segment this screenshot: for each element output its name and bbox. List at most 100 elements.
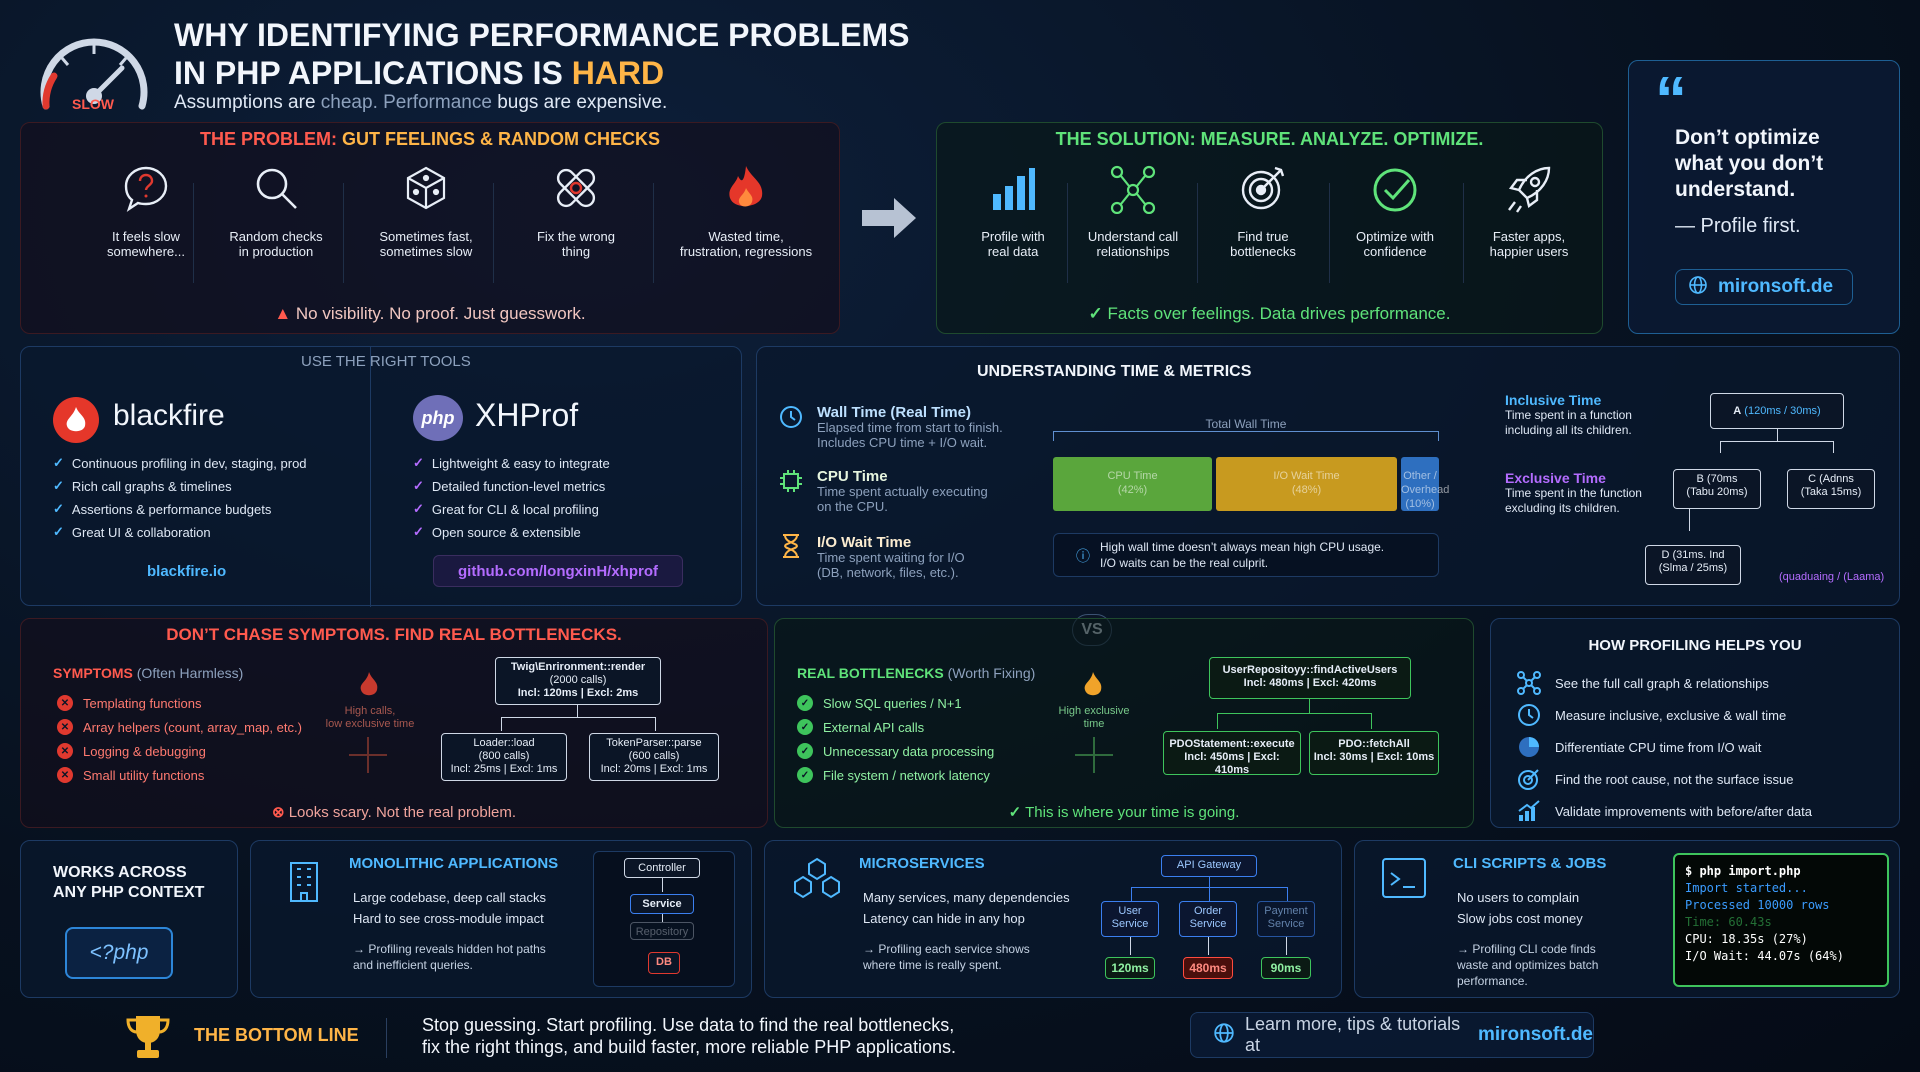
feature-item: ✓Great for CLI & local profiling (413, 501, 599, 517)
x-circle-icon: ✕ (57, 719, 73, 735)
tree-node-a: A (120ms / 30ms) (1710, 393, 1844, 429)
help-item: Measure inclusive, exclusive & wall time (1517, 699, 1812, 731)
chip-icon (779, 469, 803, 498)
terminal-line: I/O Wait: 44.07s (64%) (1685, 949, 1844, 963)
arrow-right-icon (862, 196, 918, 245)
total-wall-time-bracket (1053, 431, 1439, 441)
flame-icon (1081, 671, 1105, 704)
divider (343, 183, 344, 283)
connector (1130, 937, 1131, 955)
feature-item: ✓Rich call graphs & timelines (53, 478, 232, 494)
quote-panel: “ Don’t optimize what you don’t understa… (1628, 60, 1900, 334)
tools-heading: USE THE RIGHT TOOLS (301, 353, 471, 370)
bottlenecks-footer: ✓ This is where your time is going. (1008, 804, 1240, 821)
bandage-icon (501, 157, 651, 221)
check-circle-icon (1333, 157, 1457, 221)
terminal-line: Import started... (1685, 881, 1808, 895)
cpu-time-info: CPU Time Time spent actually executing o… (817, 468, 988, 514)
monolith-diagram: Controller Service Repository DB (593, 851, 735, 987)
solution-heading: THE SOLUTION: MEASURE. ANALYZE. OPTIMIZE… (1055, 129, 1484, 149)
bottleneck-list: ✓Slow SQL queries / N+1✓External API cal… (797, 691, 994, 787)
feature-item: ✓Open source & extensible (413, 524, 581, 540)
api-gateway-node: API Gateway (1161, 855, 1257, 877)
problem-item: Wasted time,frustration, regressions (661, 157, 831, 259)
bottlenecks-panel: REAL BOTTLENECKS (Worth Fixing) ✓Slow SQ… (774, 618, 1474, 828)
trend-chart-icon (1517, 799, 1541, 823)
x-circle-icon: ⊗ (271, 804, 285, 821)
bar-chart-icon (951, 157, 1075, 221)
page-title: WHY IDENTIFYING PERFORMANCE PROBLEMS IN … (174, 17, 910, 91)
controller-node: Controller (624, 858, 700, 878)
problem-item: Sometimes fast,sometimes slow (351, 157, 501, 259)
solution-item: Faster apps,happier users (1467, 157, 1591, 259)
terminal-icon (1381, 857, 1427, 904)
check-circle-icon: ✓ (797, 743, 813, 759)
metrics-heading: UNDERSTANDING TIME & METRICS (977, 363, 1252, 380)
check-icon: ✓ (53, 524, 64, 539)
latency-badge: 90ms (1261, 957, 1311, 979)
quote-link[interactable]: mironsoft.de (1675, 269, 1853, 305)
dice-icon (351, 157, 501, 221)
helps-panel: HOW PROFILING HELPS YOU See the full cal… (1490, 618, 1900, 828)
check-icon: ✓ (413, 455, 424, 470)
blackfire-features: ✓Continuous profiling in dev, staging, p… (53, 455, 307, 547)
quote-signature: — Profile first. (1675, 215, 1801, 237)
divider (1329, 183, 1330, 283)
xhprof-features: ✓Lightweight & easy to integrate✓Detaile… (413, 455, 610, 547)
check-circle-icon: ✓ (797, 767, 813, 783)
x-circle-icon: ✕ (57, 695, 73, 711)
check-icon: ✓ (53, 501, 64, 516)
twig-render-node: Twig\Enrironment::render(2000 calls)Incl… (495, 657, 661, 705)
blackfire-name: blackfire (113, 399, 225, 432)
list-item: ✓File system / network latency (797, 763, 994, 787)
problem-footer: ▲ No visibility. No proof. Just guesswor… (274, 304, 586, 323)
feature-item: ✓Great UI & collaboration (53, 524, 211, 540)
target-icon (1201, 157, 1325, 221)
help-item: See the full call graph & relationships (1517, 667, 1812, 699)
php-logo-icon: php (413, 395, 463, 441)
learn-more-link[interactable]: Learn more, tips & tutorials at mironsof… (1190, 1012, 1594, 1058)
page-subtitle: Assumptions are cheap. Performance bugs … (174, 92, 668, 113)
bottlenecks-subheading: REAL BOTTLENECKS (Worth Fixing) (797, 665, 1036, 681)
feature-item: ✓Assertions & performance budgets (53, 501, 272, 517)
question-bubble-icon (71, 157, 221, 221)
xhprof-link-box[interactable]: github.com/longxinH/xhprof (433, 555, 683, 587)
rocket-icon (1467, 157, 1591, 221)
tools-panel: USE THE RIGHT TOOLS blackfire ✓Continuou… (20, 346, 742, 607)
list-item: ✕Logging & debugging (57, 739, 302, 763)
globe-icon (1688, 275, 1708, 300)
check-circle-icon: ✓ (1008, 804, 1022, 821)
blackfire-link[interactable]: blackfire.io (147, 563, 227, 580)
symptoms-flame-note: High calls,low exclusive time (325, 705, 415, 730)
time-bars: CPU Time(42%)I/O Wait Time(48%)Other / O… (1053, 457, 1449, 511)
metrics-panel: UNDERSTANDING TIME & METRICS Wall Time (… (756, 346, 1900, 606)
php-tag-logo-icon: <?php (65, 927, 173, 979)
divider (493, 183, 494, 283)
solution-footer: ✓ Facts over feelings. Data drives perfo… (1088, 304, 1451, 323)
blackfire-logo-icon (53, 397, 99, 443)
xhprof-link: github.com/longxinH/xhprof (458, 562, 658, 580)
total-wall-time-label: Total Wall Time (1205, 417, 1287, 431)
microservices-panel: MICROSERVICES Many services, many depend… (764, 840, 1342, 998)
feature-item: ✓Lightweight & easy to integrate (413, 455, 610, 471)
cluster-icon (791, 855, 843, 908)
bottom-line-label: THE BOTTOM LINE (194, 1025, 359, 1045)
latency-badge: 480ms (1183, 957, 1233, 979)
time-bar-segment: CPU Time(42%) (1053, 457, 1212, 511)
monolith-panel: MONOLITHIC APPLICATIONS Large codebase, … (250, 840, 752, 998)
list-item: ✓Slow SQL queries / N+1 (797, 691, 994, 715)
clock-icon (1517, 703, 1541, 727)
